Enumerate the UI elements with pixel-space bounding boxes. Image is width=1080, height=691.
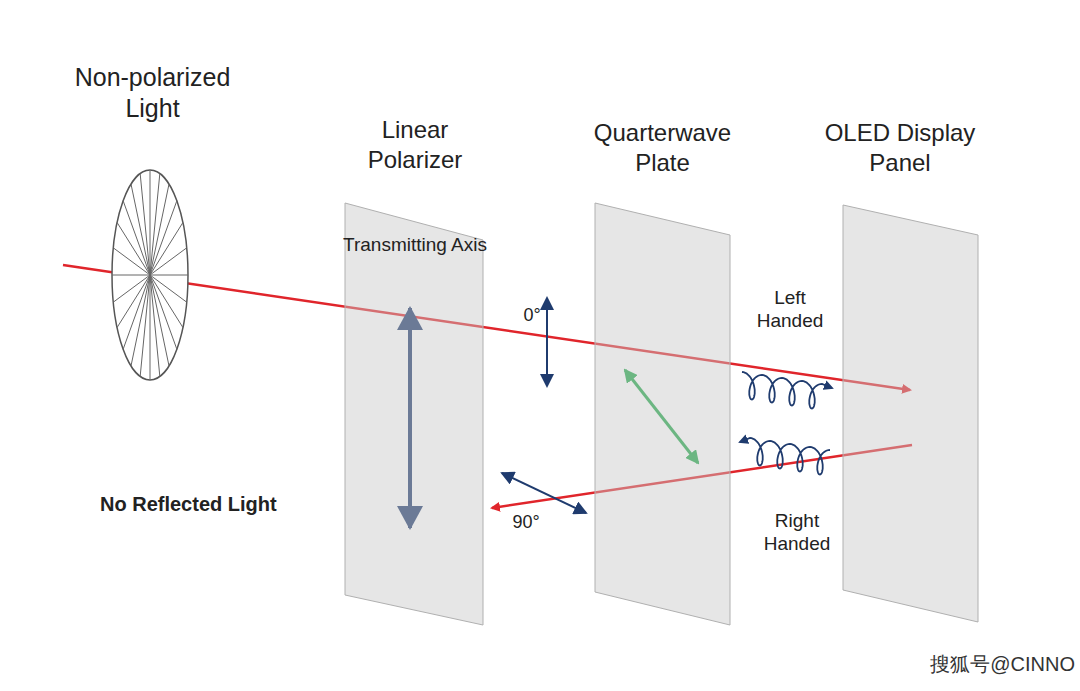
panel-heading: Linear Polarizer [340, 115, 490, 175]
oled-panel-shape [810, 118, 990, 628]
handedness-label: Left Handed [740, 287, 840, 333]
circular-polarization-coils [740, 372, 832, 475]
polarization-0-arrow [546, 298, 548, 386]
oled-panel: OLED Display Panel [810, 118, 990, 628]
quarterwave-panel-shape [575, 118, 750, 628]
watermark: 搜狐号@CINNO [880, 652, 1075, 676]
handedness-label: Right Handed [745, 510, 849, 556]
note-label: No Reflected Light [100, 492, 330, 516]
polarization-90-arrow [502, 473, 586, 513]
light-ray [63, 265, 910, 390]
panel-heading: OLED Display Panel [810, 118, 990, 178]
panel-heading: Non-polarized Light [55, 62, 250, 125]
angle-label: 0° [512, 305, 552, 327]
angle-label: 90° [504, 512, 548, 534]
polarizer-panel-shape [340, 115, 490, 630]
axis-label: Transmitting Axis [340, 233, 490, 257]
polarizer-panel: Linear PolarizerTransmitting Axis [340, 115, 490, 630]
panel-heading: Quarterwave Plate [575, 118, 750, 178]
quarterwave-panel: Quarterwave Plate [575, 118, 750, 628]
light-source: Non-polarized Light [55, 62, 250, 387]
